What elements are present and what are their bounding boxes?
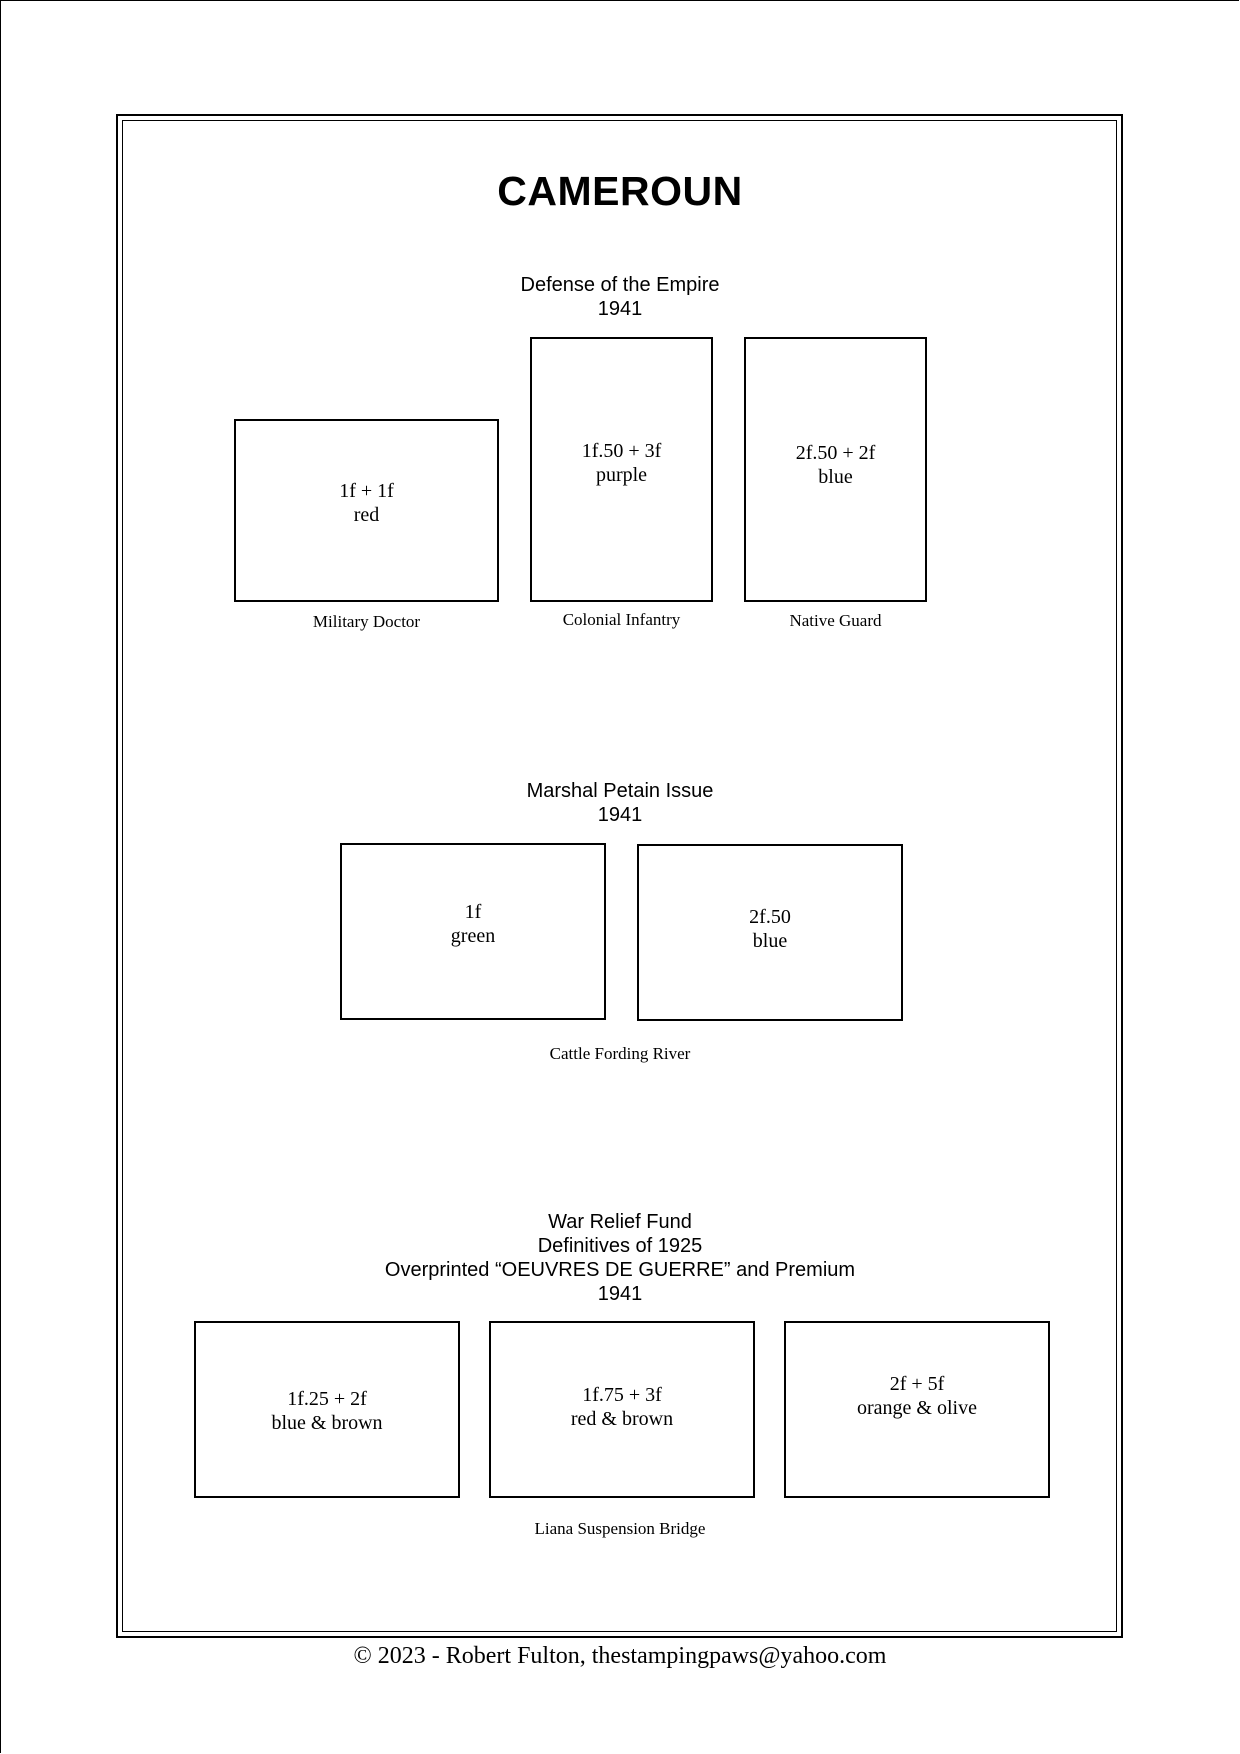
section-1-heading-line-2: 1941 <box>597 298 643 320</box>
stamp-color: blue <box>752 930 788 952</box>
section-3-heading-line-2: Definitives of 1925 <box>537 1235 703 1257</box>
stamp-caption: Native Guard <box>789 611 882 630</box>
section-1-heading-line-1: Defense of the Empire <box>520 274 720 296</box>
stamp-color: green <box>450 925 496 947</box>
stamp-space: 1f.75 + 3f red & brown <box>489 1321 755 1498</box>
stamp-value: 1f + 1f <box>339 480 394 502</box>
section-2-heading-line-2: 1941 <box>597 804 643 826</box>
stamp-space: 1f.25 + 2f blue & brown <box>194 1321 460 1498</box>
stamp-value: 1f.50 + 3f <box>581 440 662 462</box>
stamp-value: 1f <box>464 901 482 923</box>
stamp-caption: Colonial Infantry <box>562 610 681 629</box>
stamp-caption: Liana Suspension Bridge <box>534 1519 706 1538</box>
page-border-outer <box>116 114 1123 1638</box>
stamp-value: 2f.50 <box>749 906 791 928</box>
stamp-color: orange & olive <box>857 1397 977 1419</box>
section-3-heading: War Relief Fund Definitives of 1925 Over… <box>0 1210 1240 1306</box>
stamp-color: red <box>353 504 380 526</box>
stamp-space: 2f.50 + 2f blue <box>744 337 927 602</box>
stamp-space: 1f.50 + 3f purple <box>530 337 713 602</box>
stamp-color: blue & brown <box>271 1412 383 1434</box>
stamp-color: red & brown <box>570 1408 674 1430</box>
stamp-caption: Cattle Fording River <box>549 1044 691 1063</box>
section-2-heading-line-1: Marshal Petain Issue <box>526 780 714 802</box>
stamp-space: 1f + 1f red <box>234 419 499 602</box>
stamp-value: 1f.25 + 2f <box>287 1388 367 1410</box>
stamp-space: 2f.50 blue <box>637 844 903 1021</box>
stamp-color: purple <box>595 464 648 486</box>
section-1-heading: Defense of the Empire 1941 <box>0 273 1240 321</box>
section-2-heading: Marshal Petain Issue 1941 <box>0 779 1240 827</box>
stamp-value: 1f.75 + 3f <box>582 1384 662 1406</box>
section-3-heading-line-3: Overprinted “OEUVRES DE GUERRE” and Prem… <box>384 1259 856 1281</box>
section-3-heading-line-1: War Relief Fund <box>548 1211 692 1233</box>
stamp-space: 2f + 5f orange & olive <box>784 1321 1050 1498</box>
stamp-value: 2f.50 + 2f <box>795 442 876 464</box>
stamp-value: 2f + 5f <box>889 1373 945 1395</box>
section-3-heading-line-4: 1941 <box>597 1283 643 1305</box>
page-title: CAMEROUN <box>497 168 743 214</box>
stamp-caption: Military Doctor <box>312 612 421 631</box>
page-border-inner <box>122 120 1117 1632</box>
stamp-color: blue <box>818 466 853 488</box>
copyright-footer: © 2023 - Robert Fulton, thestampingpaws@… <box>353 1643 887 1669</box>
stamp-space: 1f green <box>340 843 606 1020</box>
